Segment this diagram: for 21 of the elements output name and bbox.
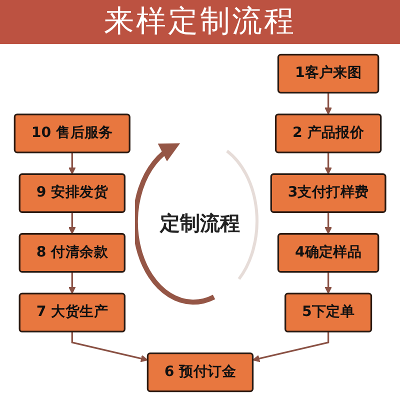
node-box: 9 安排发货 — [18, 173, 126, 213]
arrow — [68, 152, 76, 174]
title: 来样定制流程 — [104, 4, 296, 40]
arrow — [324, 272, 332, 294]
node-box: 1客户来图 — [277, 54, 380, 94]
arrow — [324, 92, 332, 115]
node-box: 6 预付订金 — [146, 352, 254, 392]
arrow — [68, 272, 76, 294]
node-box: 3支付打样费 — [270, 173, 386, 213]
node-box: 4确定样品 — [277, 233, 380, 273]
node-box: 8 付清余款 — [18, 233, 126, 273]
arrow — [324, 152, 332, 174]
center-label: 定制流程 — [160, 211, 240, 235]
node-box: 2 产品报价 — [274, 114, 382, 154]
arrow — [252, 332, 330, 362]
arrow — [71, 332, 148, 362]
node-box: 7 大货生产 — [18, 292, 126, 332]
arrow — [324, 212, 332, 234]
node-box: 10 售后服务 — [14, 114, 130, 154]
arrow — [68, 212, 76, 234]
node-box: 5下定单 — [284, 292, 372, 332]
